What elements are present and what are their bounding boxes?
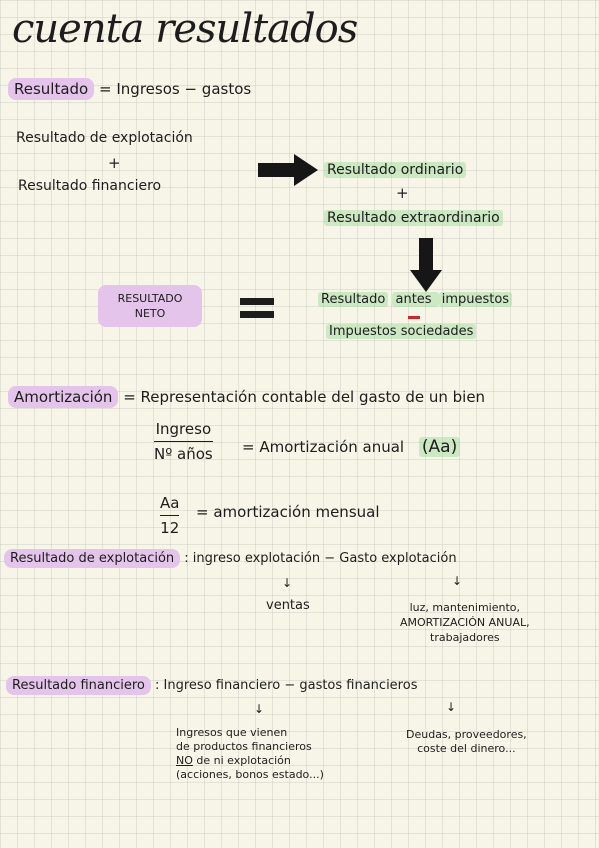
resultado-antes-impuestos: Resultado antes impuestos	[318, 292, 513, 319]
fraction-numerator: Aa	[160, 494, 180, 512]
aa-label: (Aa)	[418, 437, 461, 457]
amortizacion-definition: Amortización = Representación contable d…	[8, 386, 486, 408]
fraction-denominator: Nº años	[154, 445, 213, 463]
fraction-amortizacion-mensual: Aa 12	[160, 494, 180, 537]
fraction-denominator: 12	[160, 519, 180, 537]
left-item-explotacion: Resultado de explotación	[16, 130, 193, 146]
amortizacion-anual-result: = Amortización anual (Aa)	[242, 437, 461, 457]
amortizacion-label: Amortización	[8, 386, 119, 408]
amortizacion-mensual-result: = amortización mensual	[196, 503, 380, 521]
ingresos-financieros-note: Ingresos que vienen de productos financi…	[176, 726, 324, 781]
explotacion-formula: : ingreso explotación − Gasto explotació…	[184, 551, 457, 566]
page-title: cuenta resultados	[12, 6, 358, 52]
financiero-label: Resultado financiero	[6, 676, 151, 695]
gastos-financieros-note: Deudas, proveedores, coste del dinero...	[406, 728, 527, 755]
fraction-bar	[160, 515, 180, 516]
equals-bar-top	[240, 298, 274, 305]
down-arrow-icon	[410, 238, 442, 292]
red-minus-mark	[408, 316, 421, 319]
arrow-down-gastos-fin: ↓	[446, 700, 457, 714]
financiero-definition: Resultado financiero : Ingreso financier…	[6, 676, 418, 695]
fraction-bar	[154, 441, 213, 442]
neto-line-1: RESULTADO	[117, 292, 183, 305]
gastos-explotacion-list: luz, mantenimiento, AMORTIZACIÓN ANUAL, …	[400, 601, 530, 644]
impuestos-sociedades: Impuestos sociedades	[326, 324, 477, 339]
right-item-extraordinario: Resultado extraordinario	[324, 210, 503, 226]
resultado-neto-box: RESULTADO NETO	[98, 285, 202, 327]
big-equals-sign	[240, 298, 274, 318]
explotacion-label: Resultado de explotación	[4, 549, 181, 568]
ventas-label: ventas	[266, 598, 310, 613]
left-item-financiero: Resultado financiero	[18, 178, 162, 194]
right-item-ordinario: Resultado ordinario	[324, 162, 467, 178]
fraction-amortizacion-anual: Ingreso Nº años	[154, 420, 213, 463]
fraction-aa-12: Aa 12	[160, 494, 180, 537]
neto-line-2: NETO	[134, 307, 166, 320]
arrow-down-gastos: ↓	[452, 574, 463, 588]
explotacion-definition: Resultado de explotación : ingreso explo…	[4, 549, 457, 568]
resultado-label: Resultado	[8, 78, 95, 100]
amortizacion-meaning: = Representación contable del gasto de u…	[123, 388, 486, 406]
resultado-definition: Resultado = Ingresos − gastos	[8, 78, 252, 100]
plus-sign-right: +	[396, 184, 409, 202]
equals-bar-bottom	[240, 311, 274, 318]
right-arrow-icon	[258, 154, 318, 186]
fraction-ingreso-anos: Ingreso Nº años	[154, 420, 213, 463]
arrow-down-ingresos: ↓	[254, 702, 265, 716]
antes-word: antes	[392, 292, 439, 319]
arrow-down-ventas: ↓	[282, 576, 293, 590]
resultado-equation: = Ingresos − gastos	[99, 80, 252, 98]
plus-sign-left: +	[108, 154, 121, 172]
fraction-numerator: Ingreso	[155, 420, 212, 438]
financiero-formula: : Ingreso financiero − gastos financiero…	[155, 678, 418, 693]
